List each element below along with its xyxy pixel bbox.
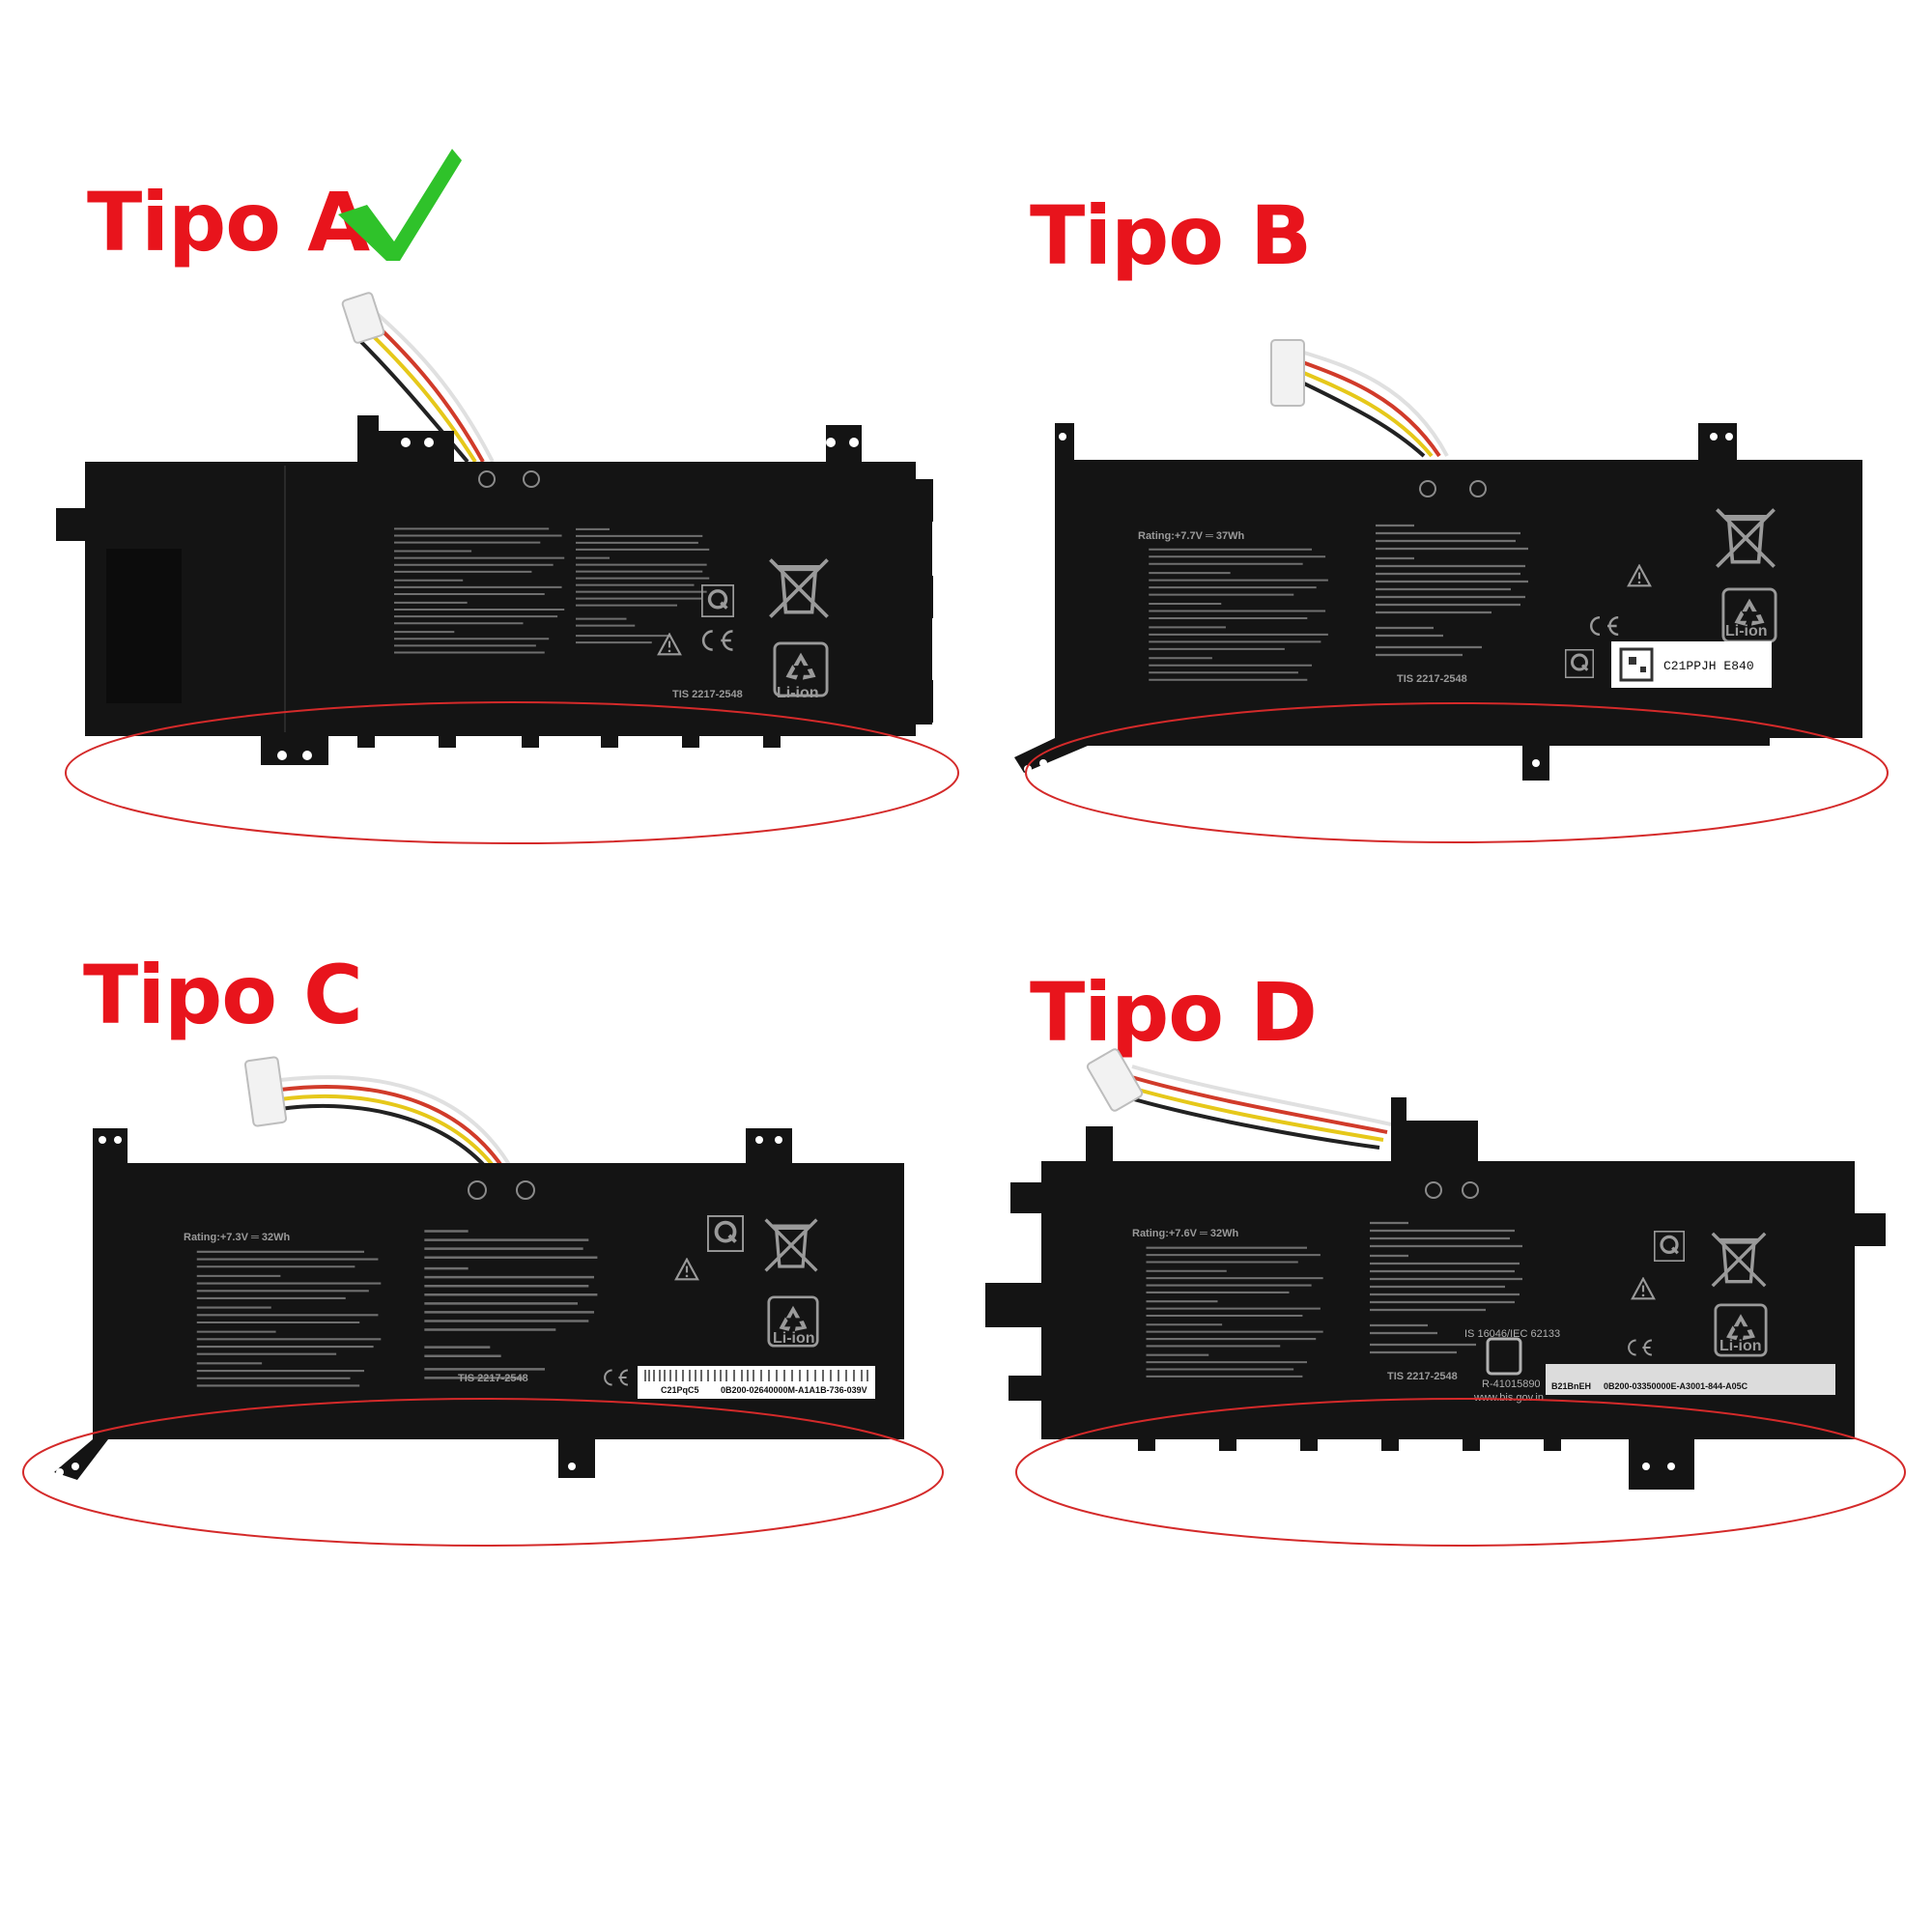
battery-c-tag-left: C21PqC5 [661, 1385, 699, 1395]
battery-a-code: TIS 2217-2548 [672, 689, 743, 700]
battery-b-body [1014, 423, 1862, 781]
battery-a-body [56, 415, 932, 765]
battery-d: Rating:+7.6V ═ 32Wh Li-ion TIS 2217-2548… [985, 1048, 1886, 1490]
battery-d-tag-left: B21BnEH [1551, 1381, 1591, 1391]
battery-c-tag-right: 0B200-02640000M-A1A1B-736-039V [721, 1385, 867, 1395]
battery-b-connector [1270, 339, 1305, 407]
battery-c-tag [638, 1366, 875, 1399]
battery-d-code: TIS 2217-2548 [1387, 1371, 1458, 1382]
battery-c-connector [243, 1056, 288, 1127]
battery-b-highlight [1025, 702, 1889, 843]
label-tipo-d: Tipo D [1030, 965, 1318, 1060]
battery-d-tag [1546, 1364, 1835, 1395]
battery-d-standard: IS 16046/IEC 62133 [1464, 1328, 1560, 1340]
battery-c-code: TIS 2217-2548 [458, 1373, 528, 1384]
battery-c-cable [279, 1075, 516, 1175]
battery-b: Rating:+7.7V ═ 37Wh Li-ion TIS 2217-2548… [1014, 339, 1862, 781]
battery-c: Rating:+7.3V ═ 32Wh Li-ion TIS 2217-2548 [54, 1056, 904, 1480]
battery-d-tag-right: 0B200-03350000E-A3001-844-A05C [1604, 1381, 1748, 1391]
battery-c-rating: Rating:+7.3V ═ 32Wh [184, 1232, 290, 1243]
battery-d-cable [1120, 1065, 1392, 1150]
battery-b-rating: Rating:+7.7V ═ 37Wh [1138, 530, 1244, 542]
check-mark-icon [338, 149, 462, 261]
battery-d-reg: R-41015890 [1482, 1378, 1541, 1390]
label-tipo-b: Tipo B [1030, 188, 1312, 283]
battery-d-highlight [1015, 1398, 1906, 1547]
label-tipo-c: Tipo C [83, 948, 363, 1042]
battery-a: Li-ion TIS 2217-2548 [56, 292, 933, 765]
battery-d-rating: Rating:+7.6V ═ 32Wh [1132, 1228, 1238, 1239]
battery-d-liion: Li-ion [1719, 1338, 1762, 1354]
battery-d-pcb-clip [1391, 1097, 1478, 1163]
battery-c-liion: Li-ion [773, 1330, 815, 1347]
battery-b-cable [1293, 348, 1449, 458]
battery-a-highlight [65, 701, 959, 844]
battery-d-site: www.bis.gov.in [1473, 1392, 1544, 1404]
battery-d-body [985, 1126, 1886, 1490]
battery-b-liion: Li-ion [1725, 623, 1768, 639]
battery-a-connector [341, 292, 385, 344]
label-tipo-a: Tipo A [87, 175, 370, 270]
battery-b-code: TIS 2217-2548 [1397, 673, 1467, 685]
battery-c-highlight [22, 1398, 944, 1547]
battery-b-tag-text: C21PPJH E840 [1663, 659, 1754, 673]
battery-a-liion: Li-ion [777, 685, 819, 701]
battery-d-connector [1086, 1048, 1144, 1112]
